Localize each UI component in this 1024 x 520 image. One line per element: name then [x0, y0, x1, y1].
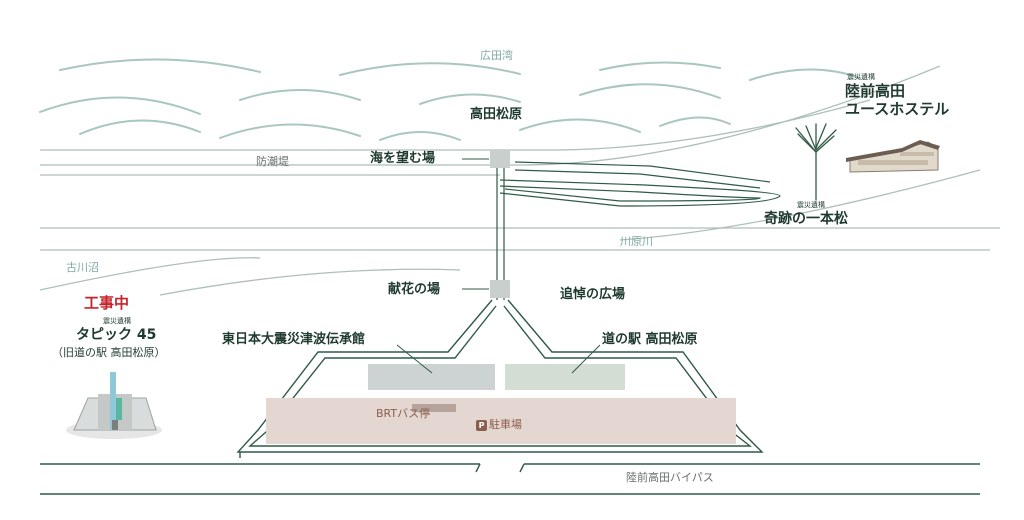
seawall-label: 防潮堤 — [256, 155, 289, 168]
tapic45-building — [66, 372, 162, 439]
pine-name: 奇跡の一本松 — [764, 211, 848, 227]
umi-square — [490, 150, 510, 168]
parking-icon: P — [476, 419, 487, 431]
hostel-name-line1: 陸前高田 — [845, 82, 906, 100]
hostel-ruin-tag: 震災遺構 — [847, 73, 875, 81]
miracle-pine-icon — [795, 123, 837, 201]
brt-stop-label: BRTバス停 — [376, 407, 431, 420]
memorial-hall-lot — [368, 364, 495, 390]
coast-lines — [39, 65, 1000, 296]
parking-lot — [266, 398, 736, 444]
tapic-sub: （旧道の駅 高田松原） — [52, 346, 166, 359]
bypass-road — [40, 452, 980, 495]
kenka-label: 献花の場 — [388, 282, 441, 297]
leader-lines — [396, 158, 601, 374]
parking-text: 駐車場 — [489, 418, 522, 431]
tsuitou-label: 追悼の広場 — [560, 287, 626, 302]
michi-no-eki-label: 道の駅 高田松原 — [602, 332, 698, 347]
pine-ruin-tag: 震災遺構 — [797, 201, 825, 209]
kenka-square — [490, 280, 510, 298]
tapic-name: タピック 45 — [76, 327, 157, 343]
hostel-name-line2: ユースホステル — [845, 100, 950, 118]
river-label: 川原川 — [620, 235, 653, 248]
bus-shelter — [412, 404, 456, 412]
memorial-platform — [236, 299, 764, 453]
bypass-label: 陸前高田バイパス — [626, 471, 714, 484]
michi-no-eki-lot — [505, 364, 625, 390]
seawall-paths — [499, 161, 781, 207]
hostel-building — [846, 140, 940, 173]
bay-label: 広田湾 — [480, 49, 513, 62]
sea-waves — [39, 58, 861, 141]
pond-label: 古川沼 — [66, 261, 99, 274]
construction-label: 工事中 — [84, 294, 130, 312]
tapic-ruin-tag: 震災遺構 — [103, 317, 131, 325]
takata-matsubara-label: 高田松原 — [470, 107, 523, 122]
memorial-hall-label: 東日本大震災津波伝承館 — [222, 332, 366, 347]
axis-path — [496, 168, 505, 300]
umi-wo-nozomu-label: 海を望む場 — [370, 151, 436, 166]
